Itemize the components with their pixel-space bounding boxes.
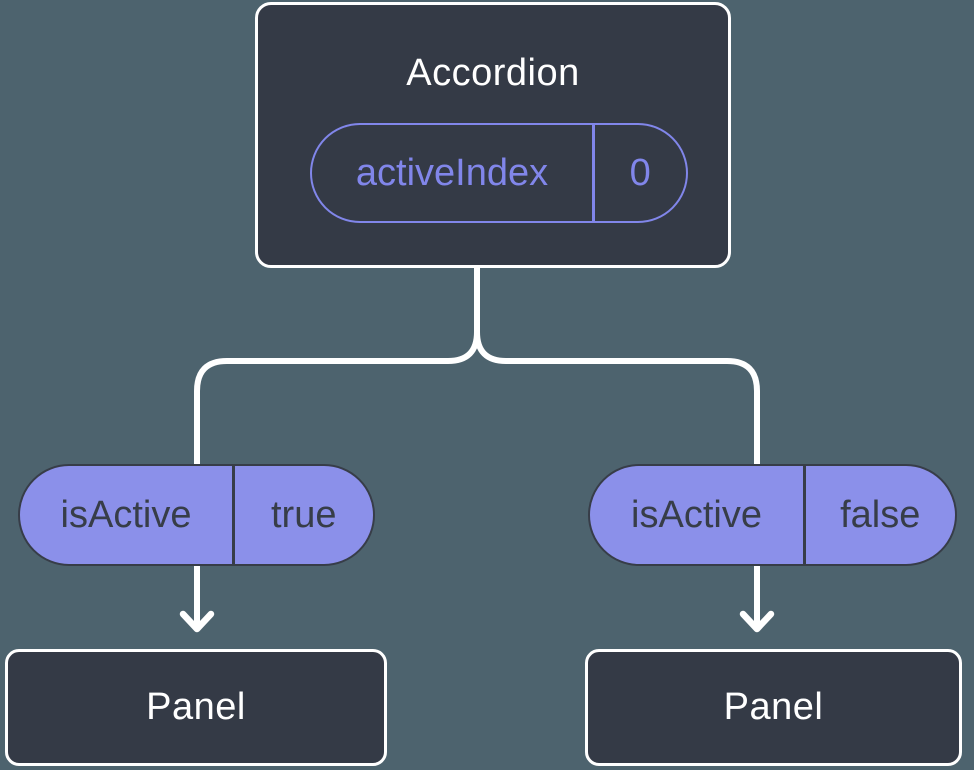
accordion-node: Accordion activeIndex 0 — [255, 2, 731, 268]
connector-left-branch — [194, 265, 480, 628]
connector-right-branch — [474, 265, 760, 628]
is-active-false-pill: isActive false — [588, 464, 957, 566]
arrowhead-down-right-icon — [739, 610, 775, 633]
panel-node-right: Panel — [585, 649, 962, 766]
state-name-label: isActive — [631, 493, 762, 536]
pill-divider — [232, 466, 235, 564]
is-active-true-pill: isActive true — [18, 464, 375, 566]
pill-divider — [803, 466, 806, 564]
panel-node-left: Panel — [5, 649, 387, 766]
prop-value-label: 0 — [629, 151, 651, 194]
state-name-label: isActive — [60, 493, 192, 536]
state-value-label: true — [271, 493, 337, 536]
arrowhead-down-left-icon — [179, 610, 215, 633]
panel-node-title: Panel — [146, 686, 246, 728]
state-value-label: false — [840, 493, 921, 536]
active-index-prop-pill: activeIndex 0 — [310, 123, 688, 223]
prop-name-label: activeIndex — [355, 151, 549, 194]
panel-node-title: Panel — [723, 686, 824, 728]
pill-divider — [592, 125, 595, 221]
accordion-node-title: Accordion — [406, 52, 580, 94]
